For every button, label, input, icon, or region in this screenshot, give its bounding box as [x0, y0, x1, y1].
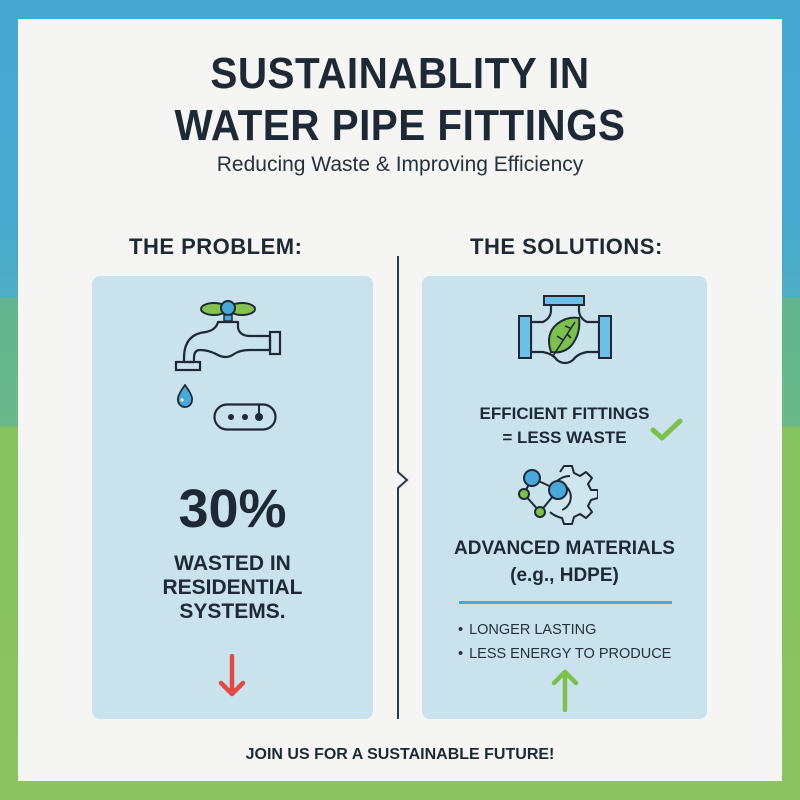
- pipe-leaf-icon: [518, 295, 612, 365]
- arrow-down-icon: [218, 654, 246, 697]
- leaking-faucet-icon: [174, 300, 282, 372]
- title-line-2: WATER PIPE FITTINGS: [174, 101, 626, 150]
- problem-card: [92, 276, 373, 719]
- title-line-1: SUSTAINABLITY IN: [210, 49, 590, 98]
- molecule-gear-icon: [518, 465, 598, 525]
- arrow-up-icon: [551, 669, 579, 712]
- section-rule: [459, 601, 672, 604]
- solution-efficient-fittings: EFFICIENT FITTINGS = LESS WASTE: [479, 404, 650, 447]
- page-subtitle: Reducing Waste & Improving Efficiency: [216, 153, 584, 176]
- list-item: LESS ENERGY TO PRODUCE: [458, 642, 671, 666]
- waste-stat-description: WASTED IN RESIDENTIAL SYSTEMS.: [162, 552, 303, 623]
- waste-stat-value: 30%: [178, 479, 287, 539]
- footer-call-to-action: JOIN US FOR A SUSTAINABLE FUTURE!: [245, 746, 555, 763]
- materials-benefits-list: LONGER LASTING LESS ENERGY TO PRODUCE: [458, 618, 671, 666]
- list-item: LONGER LASTING: [458, 618, 671, 642]
- page-title: SUSTAINABLITY IN WATER PIPE FITTINGS: [32, 48, 768, 152]
- water-drop-icon: [176, 384, 194, 408]
- checkmark-icon: [650, 418, 683, 441]
- solutions-heading: THE SOLUTIONS:: [470, 234, 663, 259]
- solution-advanced-materials: ADVANCED MATERIALS (e.g., HDPE): [454, 538, 675, 586]
- column-divider: [397, 256, 409, 719]
- water-meter-icon: [213, 403, 277, 431]
- problem-heading: THE PROBLEM:: [129, 234, 303, 259]
